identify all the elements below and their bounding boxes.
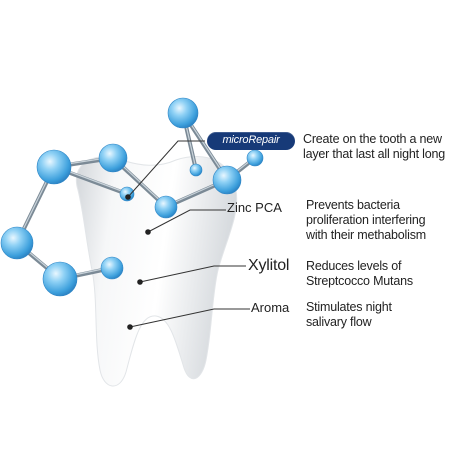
zinc-pca-description-line: with their methabolism xyxy=(306,227,426,242)
molecule-atom xyxy=(36,149,72,185)
molecule-atom xyxy=(167,97,199,129)
molecule-atom xyxy=(98,143,128,173)
leader-line xyxy=(139,265,246,283)
molecule-atom xyxy=(212,165,242,195)
zinc-pca-description-line: proliferation interfering xyxy=(306,212,426,227)
xylitol-label: Xylitol xyxy=(248,257,290,274)
zinc-pca-description: Prevents bacteria proliferation interfer… xyxy=(306,198,426,242)
leader-line xyxy=(127,140,205,198)
microrepair-description-line: layer that last all night long xyxy=(303,146,446,161)
leader-line xyxy=(129,308,250,328)
molecule-atoms xyxy=(0,97,264,297)
zinc-pca-description-line: Prevents bacteria xyxy=(306,198,400,212)
leader-dot xyxy=(125,194,131,200)
leader-lines xyxy=(125,140,250,330)
leader-dot xyxy=(145,229,151,235)
microrepair-description-line: Create on the tooth a new xyxy=(303,132,442,146)
leader-line xyxy=(147,209,226,233)
aroma-description-line: salivary flow xyxy=(306,314,372,329)
xylitol-description-line: Streptcocco Mutans xyxy=(306,273,413,288)
xylitol-description: Reduces levels of Streptcocco Mutans xyxy=(306,259,413,289)
zinc-pca-label: Zinc PCA xyxy=(227,200,282,215)
tooth-shape xyxy=(75,156,238,387)
microrepair-badge: microRepair xyxy=(207,132,295,150)
aroma-description-line: Stimulates night xyxy=(306,300,392,314)
molecule-atom xyxy=(246,149,264,167)
molecule-atom xyxy=(100,256,124,280)
xylitol-description-line: Reduces levels of xyxy=(306,259,402,273)
molecule-atom xyxy=(42,261,78,297)
molecule-atom xyxy=(154,195,178,219)
microrepair-badge-label: microRepair xyxy=(222,134,280,146)
microrepair-description: Create on the tooth a new layer that las… xyxy=(303,132,445,162)
leader-dot xyxy=(127,324,133,330)
molecule-atom xyxy=(0,226,34,260)
aroma-description: Stimulates night salivary flow xyxy=(306,300,392,330)
molecule-atom xyxy=(189,163,203,177)
aroma-label: Aroma xyxy=(251,300,290,315)
leader-dot xyxy=(137,279,143,285)
